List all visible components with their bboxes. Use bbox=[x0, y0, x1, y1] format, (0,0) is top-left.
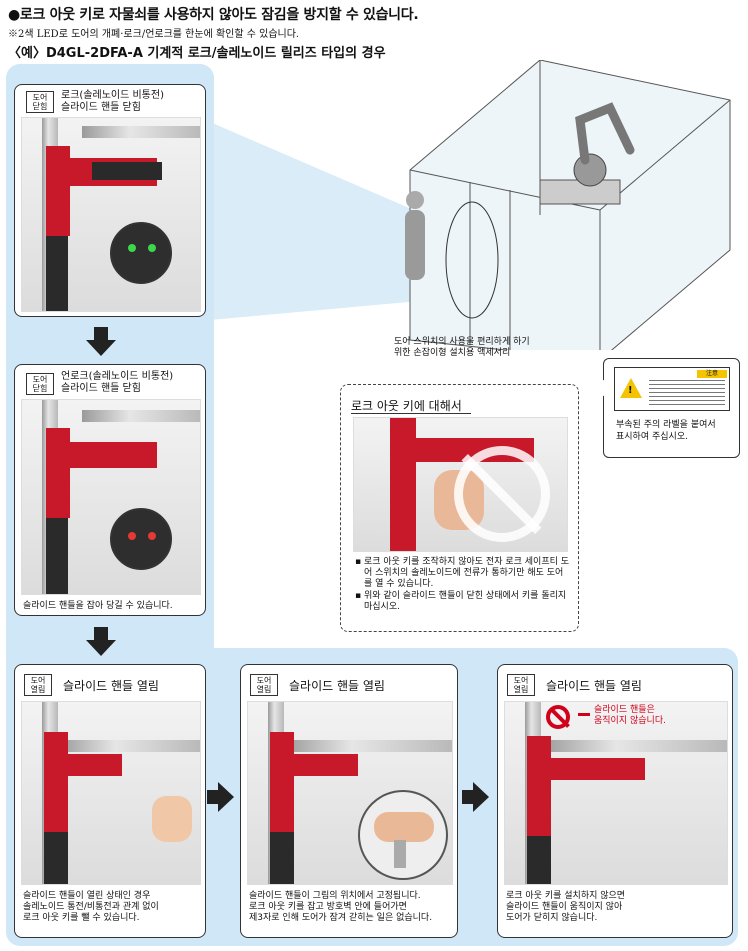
lockout-bullet-2: ▪ 위와 같이 슬라이드 핸들이 닫힌 상태에서 키를 돌리지 마십시오. bbox=[355, 591, 567, 612]
lockout-bullets: ▪ 로크 아웃 키를 조작하지 않아도 전자 로크 세이프티 도어 스위치의 솔… bbox=[355, 557, 571, 613]
warning-arrow-icon bbox=[578, 713, 590, 716]
illustration-caption: 도어 스위치의 사용을 편리하게 하기 위한 손잡이형 설치용 액세서리 bbox=[394, 337, 530, 358]
step5-caption: 로크 아웃 키를 설치하지 않으면 슬라이드 핸들이 움직이지 않아 도어가 닫… bbox=[506, 891, 626, 923]
arrow-right-2-head-icon bbox=[473, 782, 489, 812]
lockout-key-box: 로크 아웃 키에 대해서 ▪ 로크 아웃 키를 조작하지 않아도 전자 로크 세… bbox=[340, 384, 579, 632]
step4-door-tag: 도어 열림 bbox=[250, 674, 278, 696]
step5-panel: 도어 열림 슬라이드 핸들 열림 슬라이드 핸들은 움직이지 않습니다. 로크 … bbox=[497, 664, 733, 938]
caution-label-box: ! 注意 부속된 주의 라벨을 붙여서 표시하여 주십시오. bbox=[603, 358, 740, 458]
caution-label: ! 注意 bbox=[614, 367, 730, 411]
label-caption: 부속된 주의 라벨을 붙여서 표시하여 주십시오. bbox=[616, 420, 716, 442]
example-title: 〈예〉D4GL-2DFA-A 기계적 로크/솔레노이드 릴리즈 타입의 경우 bbox=[8, 46, 386, 61]
led-note: ※2색 LED로 도어의 개폐·로크/언로크를 한눈에 확인할 수 있습니다. bbox=[8, 29, 300, 40]
step2-door-tag: 도어 닫힘 bbox=[26, 373, 54, 395]
step3-caption: 슬라이드 핸들이 열린 상태인 경우 솔레노이드 통전/비통전과 관계 없이 로… bbox=[23, 891, 159, 923]
arrow-right-2-icon bbox=[462, 790, 474, 804]
step4-wrist-zoom bbox=[358, 790, 448, 880]
step1-door-tag: 도어 닫힘 bbox=[26, 91, 54, 113]
step2-title: 언로크(솔레노이드 비통전) 슬라이드 핸들 닫힘 bbox=[61, 371, 174, 394]
step5-warning: 슬라이드 핸들은 움직이지 않습니다. bbox=[594, 705, 666, 726]
step3-panel: 도어 열림 슬라이드 핸들 열림 슬라이드 핸들이 열린 상태인 경우 솔레노이… bbox=[14, 664, 206, 938]
arrow-right-1-icon bbox=[207, 790, 219, 804]
step3-photo bbox=[21, 701, 201, 885]
arrow-down-1-icon bbox=[94, 327, 108, 341]
step2-caption: 슬라이드 핸들을 잡아 당길 수 있습니다. bbox=[23, 601, 173, 611]
step5-title: 슬라이드 핸들 열림 bbox=[546, 679, 642, 693]
step4-caption: 슬라이드 핸들이 그림의 위치에서 고정됩니다. 로크 아웃 키를 잡고 방호벽… bbox=[249, 891, 433, 923]
no-entry-icon bbox=[546, 705, 570, 729]
arrow-right-1-head-icon bbox=[218, 782, 234, 812]
lockout-title: 로크 아웃 키에 대해서 bbox=[351, 399, 462, 413]
step2-led-zoom bbox=[110, 508, 172, 570]
prohibited-icon bbox=[454, 446, 550, 542]
step1-panel: 도어 닫힘 로크(솔레노이드 비통전) 슬라이드 핸들 닫힘 bbox=[14, 84, 206, 317]
step4-title: 슬라이드 핸들 열림 bbox=[289, 679, 385, 693]
caution-badge: 注意 bbox=[697, 370, 727, 378]
step4-photo bbox=[247, 701, 453, 885]
step3-door-tag: 도어 열림 bbox=[24, 674, 52, 696]
step5-photo bbox=[504, 701, 728, 885]
step1-led-zoom bbox=[110, 222, 172, 284]
robot-enclosure-illustration bbox=[210, 60, 731, 350]
step4-panel: 도어 열림 슬라이드 핸들 열림 슬라이드 핸들이 그림의 위치에서 고정됩니다… bbox=[240, 664, 458, 938]
warning-triangle-icon bbox=[620, 378, 642, 398]
callout-pointer bbox=[580, 380, 604, 396]
arrow-down-1-head-icon bbox=[86, 340, 116, 356]
lockout-bullet-1: ▪ 로크 아웃 키를 조작하지 않아도 전자 로크 세이프티 도어 스위치의 솔… bbox=[355, 557, 570, 589]
page-title: ●로크 아웃 키로 자물쇠를 사용하지 않아도 잠김을 방지할 수 있습니다. bbox=[8, 7, 419, 23]
arrow-down-2-head-icon bbox=[86, 640, 116, 656]
step1-title: 로크(솔레노이드 비통전) 슬라이드 핸들 닫힘 bbox=[61, 90, 164, 113]
arrow-down-2-icon bbox=[94, 627, 108, 641]
step3-title: 슬라이드 핸들 열림 bbox=[63, 679, 159, 693]
step2-photo bbox=[21, 399, 201, 595]
step1-photo bbox=[21, 117, 201, 312]
step2-panel: 도어 닫힘 언로크(솔레노이드 비통전) 슬라이드 핸들 닫힘 슬라이드 핸들을… bbox=[14, 364, 206, 616]
lockout-photo bbox=[353, 417, 568, 552]
step5-door-tag: 도어 열림 bbox=[507, 674, 535, 696]
